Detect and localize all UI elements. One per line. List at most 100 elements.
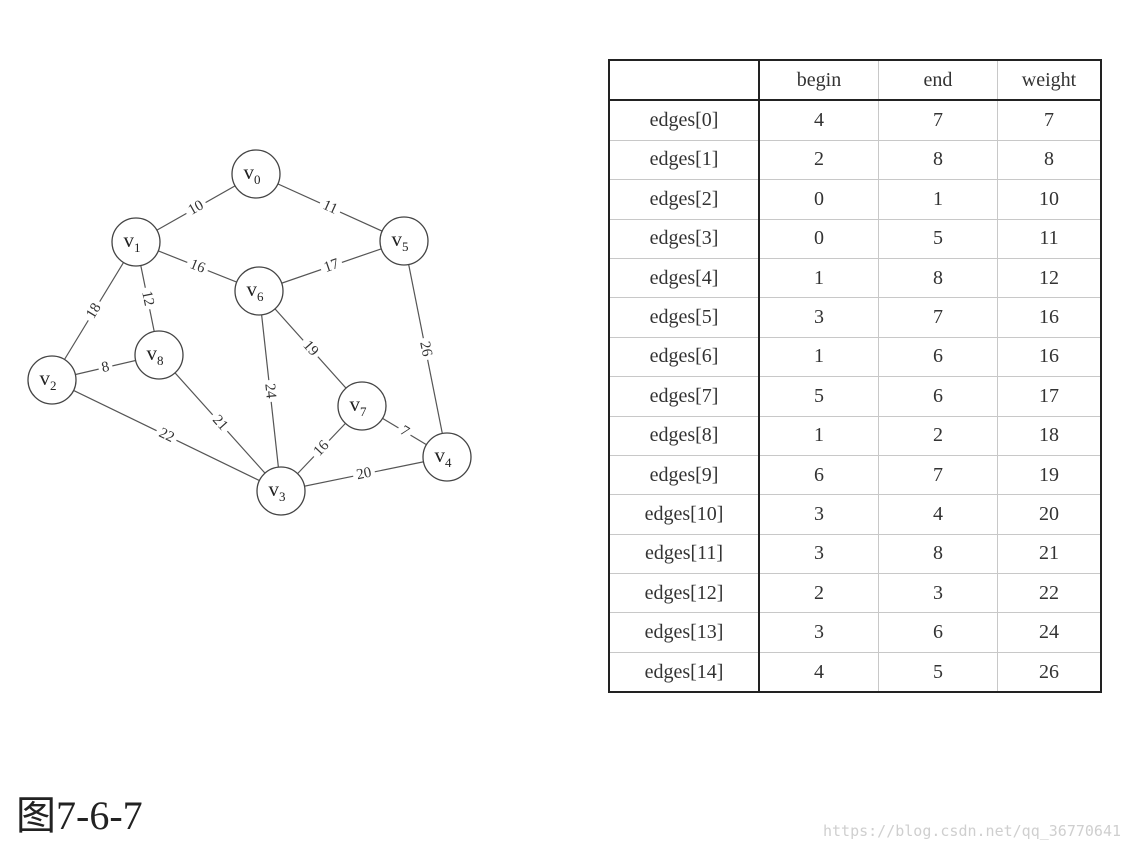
cell-index: edges[0] xyxy=(609,100,760,141)
cell-end: 6 xyxy=(878,612,998,653)
edge-weight-label: 16 xyxy=(188,256,208,277)
node-label-subscript: 3 xyxy=(279,489,286,504)
edge-weight-label: 22 xyxy=(156,425,176,446)
figure-caption: 图7-6-7 xyxy=(16,793,143,838)
cell-end: 7 xyxy=(878,100,998,141)
node-label: v5 xyxy=(392,227,409,254)
cell-index: edges[14] xyxy=(609,652,760,693)
graph-node: v7 xyxy=(337,381,387,431)
cell-index: edges[9] xyxy=(609,455,760,496)
cell-weight: 17 xyxy=(997,376,1102,417)
cell-end: 6 xyxy=(878,376,998,417)
node-circle xyxy=(256,466,306,516)
cell-index: edges[3] xyxy=(609,219,760,259)
node-label-letter: v xyxy=(392,227,403,251)
node-label: v0 xyxy=(244,160,261,187)
edge-label-background xyxy=(96,358,115,377)
graph-node: v5 xyxy=(379,216,429,266)
cell-end: 7 xyxy=(878,455,998,496)
cell-end: 8 xyxy=(878,140,998,181)
node-label-letter: v xyxy=(269,477,280,501)
edge-label-background xyxy=(394,421,415,442)
cell-weight: 26 xyxy=(997,652,1102,693)
cell-begin: 2 xyxy=(759,573,879,614)
cell-begin: 4 xyxy=(759,100,879,141)
cell-begin: 0 xyxy=(759,219,879,259)
edge-weight-label: 11 xyxy=(320,197,340,218)
cell-begin: 5 xyxy=(759,376,879,417)
edge-label-background xyxy=(308,435,335,462)
node-label-subscript: 0 xyxy=(254,172,261,187)
edge-weight-label: 8 xyxy=(100,359,111,376)
cell-end: 8 xyxy=(878,258,998,299)
node-circle xyxy=(111,217,161,267)
edge-weight-label: 24 xyxy=(261,383,279,400)
node-label-letter: v xyxy=(147,341,158,365)
cell-weight: 10 xyxy=(997,179,1102,220)
edge-weight-label: 10 xyxy=(186,197,207,218)
node-circle xyxy=(379,216,429,266)
edge-label-background xyxy=(153,423,180,448)
edge-label-background xyxy=(351,463,377,485)
node-circle xyxy=(134,330,184,380)
cell-index: edges[5] xyxy=(609,297,760,338)
cell-begin: 0 xyxy=(759,179,879,220)
node-circle xyxy=(27,355,77,405)
node-label: v7 xyxy=(350,392,368,419)
cell-weight: 12 xyxy=(997,258,1102,299)
node-label-letter: v xyxy=(40,366,51,390)
edge-label-background xyxy=(137,286,158,311)
header-cell-begin: begin xyxy=(759,60,879,102)
node-label: v6 xyxy=(247,277,265,304)
node-label-subscript: 5 xyxy=(402,239,409,254)
edge-label-background xyxy=(260,379,280,403)
edge-weight-label: 26 xyxy=(416,340,435,358)
node-label: v8 xyxy=(147,341,164,368)
cell-end: 3 xyxy=(878,573,998,614)
edge-label-background xyxy=(182,195,210,221)
node-label: v1 xyxy=(124,228,141,255)
cell-weight: 21 xyxy=(997,534,1102,575)
cell-end: 5 xyxy=(878,652,998,693)
cell-weight: 18 xyxy=(997,416,1102,456)
cell-end: 8 xyxy=(878,534,998,575)
node-label: v3 xyxy=(269,477,286,504)
edge-label-background xyxy=(316,195,344,220)
node-circle xyxy=(234,266,284,316)
cell-weight: 16 xyxy=(997,337,1102,378)
cell-end: 4 xyxy=(878,494,998,535)
cell-end: 2 xyxy=(878,416,998,456)
node-label-subscript: 8 xyxy=(157,353,164,368)
cell-begin: 2 xyxy=(759,140,879,181)
cell-index: edges[11] xyxy=(609,534,760,575)
node-label: v4 xyxy=(435,443,453,470)
node-circle xyxy=(422,432,472,482)
cell-weight: 19 xyxy=(997,455,1102,496)
cell-weight: 7 xyxy=(997,100,1102,141)
cell-weight: 24 xyxy=(997,612,1102,653)
node-label: v2 xyxy=(40,366,57,393)
cell-end: 1 xyxy=(878,179,998,220)
cell-index: edges[7] xyxy=(609,376,760,417)
cell-index: edges[8] xyxy=(609,416,760,456)
cell-end: 7 xyxy=(878,297,998,338)
cell-weight: 16 xyxy=(997,297,1102,338)
table-header-row: begin end weight xyxy=(609,60,1102,102)
graph-node: v0 xyxy=(231,149,281,199)
node-label-letter: v xyxy=(350,392,361,416)
edge-weight-label: 17 xyxy=(322,256,342,276)
node-label-subscript: 7 xyxy=(360,404,367,419)
cell-begin: 3 xyxy=(759,297,879,338)
